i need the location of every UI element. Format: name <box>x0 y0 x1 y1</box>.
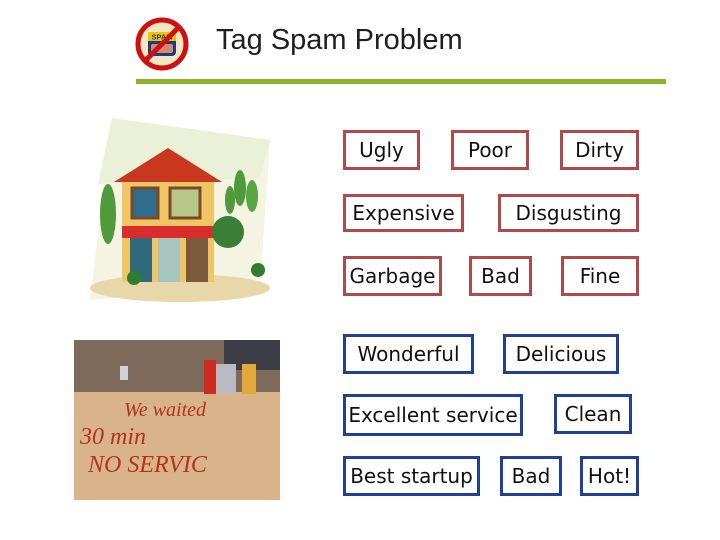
tag-bad[interactable]: Bad <box>469 256 532 296</box>
title-divider <box>136 79 666 84</box>
restaurant-illustration <box>90 118 270 302</box>
slide-title: Tag Spam Problem <box>216 24 463 56</box>
tag-poor[interactable]: Poor <box>451 130 529 170</box>
tag-dirty[interactable]: Dirty <box>560 130 639 170</box>
tag-ugly[interactable]: Ugly <box>343 130 420 170</box>
tag-garbage[interactable]: Garbage <box>343 256 442 296</box>
tag-disgusting[interactable]: Disgusting <box>498 194 639 232</box>
no-spam-logo-icon: SPAM <box>135 17 189 71</box>
tag-excellent-service[interactable]: Excellent service <box>343 394 523 436</box>
tag-delicious[interactable]: Delicious <box>503 334 619 374</box>
tag-fine[interactable]: Fine <box>561 256 639 296</box>
tag-hot[interactable]: Hot! <box>580 456 639 496</box>
dusty-table-photo: We waited 30 min NO SERVIC <box>74 340 280 500</box>
table-writing-line-1: We waited <box>124 399 207 421</box>
tag-wonderful[interactable]: Wonderful <box>343 334 474 374</box>
tag-expensive[interactable]: Expensive <box>343 194 464 232</box>
svg-text:SPAM: SPAM <box>151 33 172 42</box>
table-writing-line-2: 30 min <box>79 424 146 450</box>
tag-bad-2[interactable]: Bad <box>500 456 562 496</box>
tag-clean[interactable]: Clean <box>554 394 632 434</box>
table-writing-line-3: NO SERVIC <box>87 452 208 478</box>
tag-best-startup[interactable]: Best startup <box>343 456 480 496</box>
